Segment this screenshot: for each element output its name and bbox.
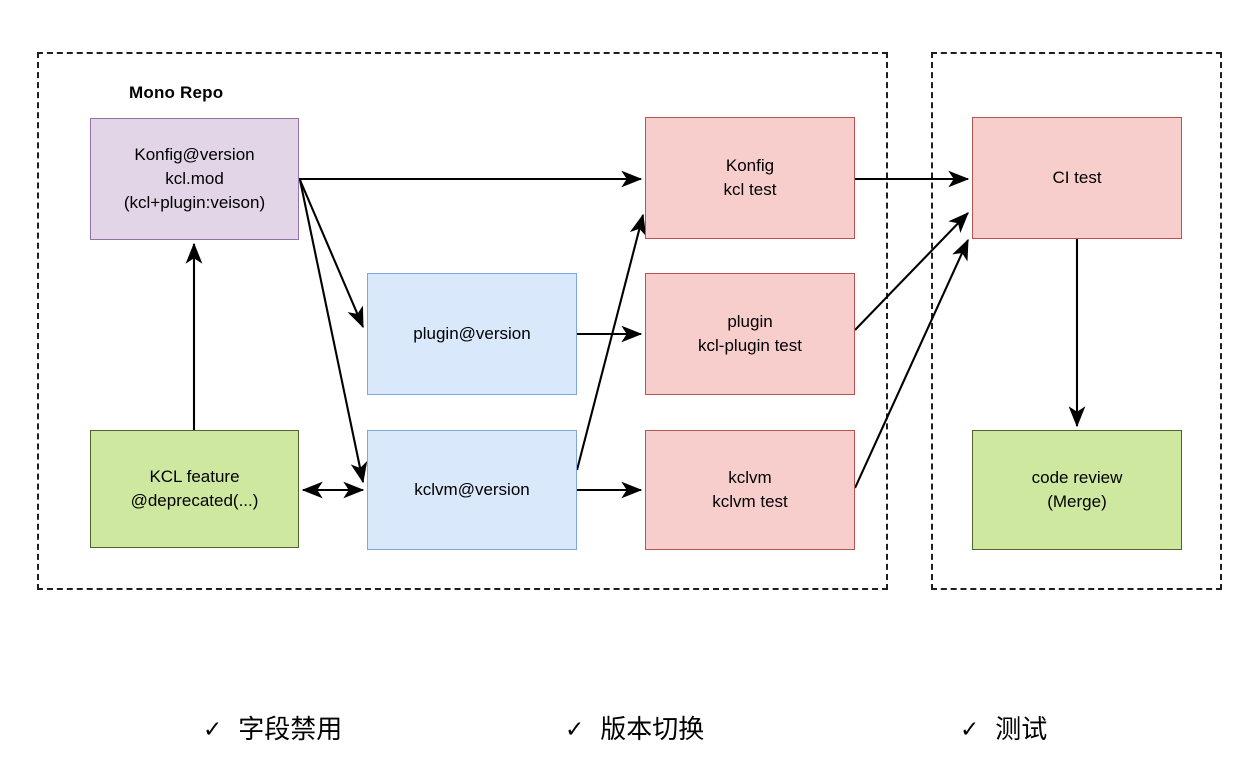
node-konfig-kcl-test[interactable]: Konfig kcl test (645, 117, 855, 239)
node-plugin-kcl-plugin-test[interactable]: plugin kcl-plugin test (645, 273, 855, 395)
check-icon: ✓ (565, 715, 585, 742)
node-code-review[interactable]: code review (Merge) (972, 430, 1182, 550)
node-ci-test[interactable]: CI test (972, 117, 1182, 239)
legend-label-field-disable: 字段禁用 (238, 714, 343, 744)
legend-item-field-disable: ✓ 字段禁用 (203, 716, 342, 742)
legend-label-version-switch: 版本切换 (600, 714, 705, 744)
legend-label-test: 测试 (995, 714, 1048, 744)
legend-row: ✓ 字段禁用 ✓ 版本切换 ✓ 测试 (0, 700, 1258, 764)
check-icon: ✓ (960, 715, 980, 742)
legend-item-test: ✓ 测试 (960, 716, 1047, 742)
node-konfig-version[interactable]: Konfig@version kcl.mod (kcl+plugin:veiso… (90, 118, 299, 240)
legend-item-version-switch: ✓ 版本切换 (565, 716, 704, 742)
node-kclvm-kclvm-test[interactable]: kclvm kclvm test (645, 430, 855, 550)
node-kcl-feature[interactable]: KCL feature @deprecated(...) (90, 430, 299, 548)
node-plugin-version[interactable]: plugin@version (367, 273, 577, 395)
check-icon: ✓ (203, 715, 223, 742)
node-kclvm-version[interactable]: kclvm@version (367, 430, 577, 550)
group-label-mono-repo: Mono Repo (129, 83, 224, 102)
